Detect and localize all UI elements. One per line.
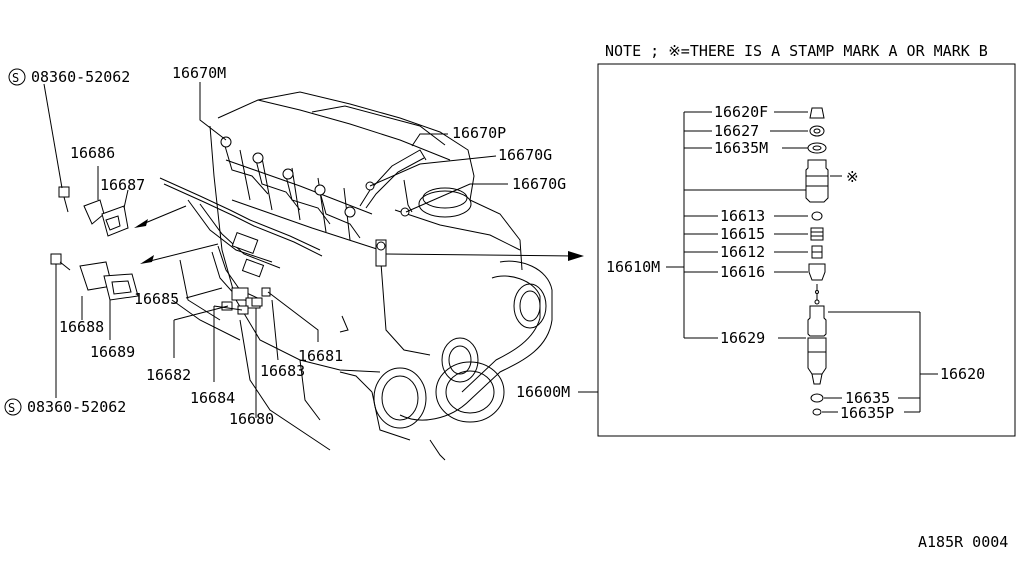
callout-16613: 16613 xyxy=(720,207,765,225)
part-16615-spring xyxy=(810,227,824,241)
callout-16670G-a: 16670G xyxy=(498,146,552,164)
note-text: NOTE ; ※=THERE IS A STAMP MARK A OR MARK… xyxy=(605,42,988,60)
callout-16635: 16635 xyxy=(845,389,890,407)
callout-16635M: 16635M xyxy=(714,139,768,157)
bolt-s-letter-top: S xyxy=(12,71,19,85)
callout-16615: 16615 xyxy=(720,225,765,243)
callout-16627: 16627 xyxy=(714,122,759,140)
part-16616 xyxy=(808,263,826,281)
part-16620F-cap xyxy=(809,107,825,119)
callout-16670M: 16670M xyxy=(172,64,226,82)
nozzle-detail-box: ※ 16620F 16627 16635M 16613 16615 16612 … xyxy=(516,63,1016,437)
bolt-s-mark-top xyxy=(8,68,26,86)
figure-code: A185R 0004 xyxy=(918,533,1008,551)
bolt-s-letter-bottom: S xyxy=(8,401,15,415)
callout-16682: 16682 xyxy=(146,366,191,384)
part-16629 xyxy=(807,305,827,337)
callout-16670G-b: 16670G xyxy=(512,175,566,193)
callout-16683: 16683 xyxy=(260,362,305,380)
stamp-mark: ※ xyxy=(846,168,859,186)
part-16635-washer xyxy=(810,393,824,403)
callout-16687: 16687 xyxy=(100,176,145,194)
callout-16620: 16620 xyxy=(940,365,985,383)
callout-bolt-bottom: 08360-52062 xyxy=(27,398,126,416)
engine-callouts: S 08360-52062 16670M 16686 16687 16670P … xyxy=(4,64,566,428)
engine-leader-lines xyxy=(43,82,584,418)
callout-16610M: 16610M xyxy=(606,258,660,276)
part-16620-nozzle xyxy=(807,337,827,375)
part-nozzle-holder-upper xyxy=(805,159,829,203)
callout-16670P: 16670P xyxy=(452,124,506,142)
callout-16681: 16681 xyxy=(298,347,343,365)
callout-16685: 16685 xyxy=(134,290,179,308)
callout-16684: 16684 xyxy=(190,389,235,407)
callout-16620F: 16620F xyxy=(714,103,768,121)
callout-16689: 16689 xyxy=(90,343,135,361)
part-16613 xyxy=(811,211,823,221)
callout-16686: 16686 xyxy=(70,144,115,162)
callout-16616: 16616 xyxy=(720,263,765,281)
callout-16635P: 16635P xyxy=(840,404,894,422)
callout-16600M: 16600M xyxy=(516,383,570,401)
part-16635P xyxy=(812,408,822,416)
callout-16688: 16688 xyxy=(59,318,104,336)
callout-bolt-top: 08360-52062 xyxy=(31,68,130,86)
callout-16629: 16629 xyxy=(720,329,765,347)
callout-16680: 16680 xyxy=(229,410,274,428)
bolt-s-mark-bottom xyxy=(4,398,22,416)
callout-16612: 16612 xyxy=(720,243,765,261)
